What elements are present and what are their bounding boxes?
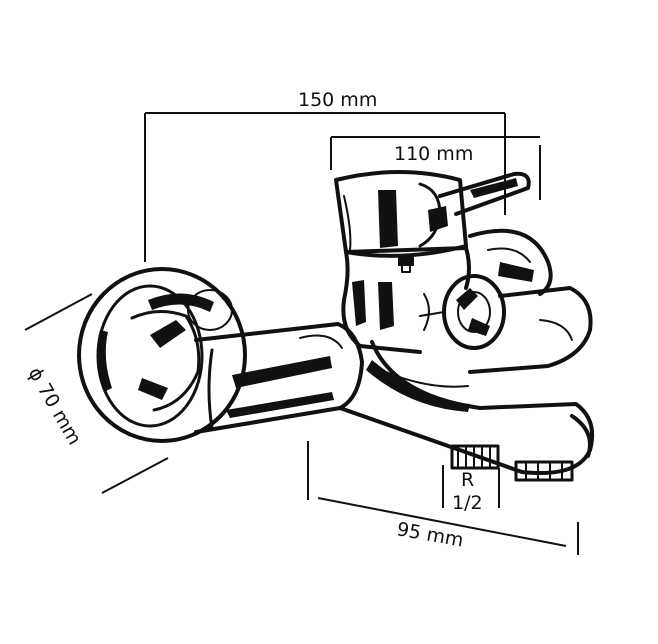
lever-handle: [438, 171, 531, 216]
dimension-diameter-label: ϕ 70 mm: [24, 364, 86, 449]
dimension-thread: R 1/2: [442, 465, 500, 514]
thread-connector: [450, 444, 500, 470]
diverter-knob: [419, 274, 506, 350]
faucet-illustration: [77, 170, 595, 482]
dimension-95mm-label: 95 mm: [395, 518, 465, 551]
thread-size-label: 1/2: [452, 492, 483, 514]
dimension-150mm-label: 150 mm: [298, 89, 377, 111]
lever-cartridge: [334, 170, 468, 258]
shower-outlet: [468, 228, 553, 296]
dimension-diameter-70mm: ϕ 70 mm: [24, 293, 169, 494]
spout-aerator: [514, 460, 574, 482]
dimension-150mm: 150 mm: [144, 89, 506, 262]
thread-r-label: R: [461, 469, 474, 491]
wall-rosette: [77, 267, 247, 443]
dimension-110mm: 110 mm: [330, 136, 541, 200]
dimension-110mm-label: 110 mm: [394, 143, 473, 165]
